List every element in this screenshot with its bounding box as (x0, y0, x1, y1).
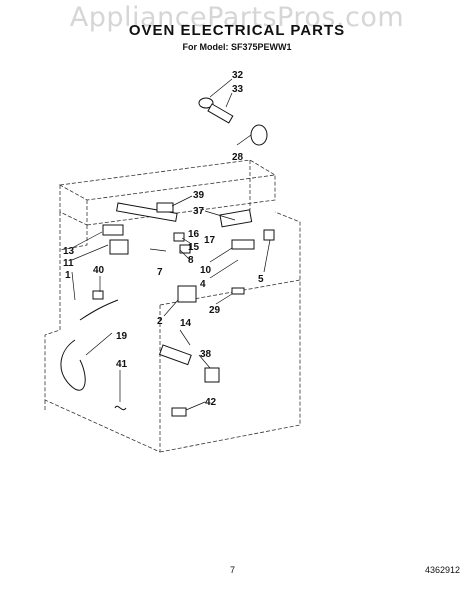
callout-32: 32 (232, 70, 244, 81)
callout-5: 5 (258, 274, 264, 285)
callout-33: 33 (232, 84, 244, 95)
callout-41: 41 (116, 359, 128, 370)
callout-13: 13 (63, 246, 75, 257)
callout-8: 8 (188, 255, 194, 266)
callout-7: 7 (157, 267, 163, 278)
callout-17: 17 (204, 235, 216, 246)
callout-29: 29 (209, 305, 221, 316)
callout-19: 19 (116, 331, 128, 342)
callout-2: 2 (157, 316, 163, 327)
callout-14: 14 (180, 318, 192, 329)
callout-11: 11 (63, 258, 74, 269)
callout-39: 39 (193, 190, 205, 201)
callout-38: 38 (200, 349, 212, 360)
callout-1: 1 (65, 270, 71, 281)
callout-42: 42 (205, 397, 217, 408)
watermark: AppliancePartsPros.com (69, 2, 405, 33)
callout-4: 4 (200, 279, 206, 290)
callout-15: 15 (188, 242, 200, 253)
cabinet-outline (44, 159, 301, 453)
page-number: 7 (230, 565, 236, 575)
page-title: OVEN ELECTRICAL PARTS (128, 22, 346, 39)
callout-40: 40 (93, 265, 105, 276)
parts-shapes (60, 202, 275, 417)
callout-labels: 32 33 28 39 37 13 11 1 16 15 17 8 7 40 1… (63, 70, 264, 408)
document-number: 4362912 (425, 565, 461, 575)
leader-lines (71, 78, 271, 411)
callout-37: 37 (193, 206, 205, 217)
callout-28: 28 (232, 152, 244, 163)
callout-10: 10 (200, 265, 212, 276)
callout-16: 16 (188, 229, 200, 240)
switch-knob-assembly (198, 97, 268, 146)
model-subtitle: For Model: SF375PEWW1 (182, 42, 292, 52)
